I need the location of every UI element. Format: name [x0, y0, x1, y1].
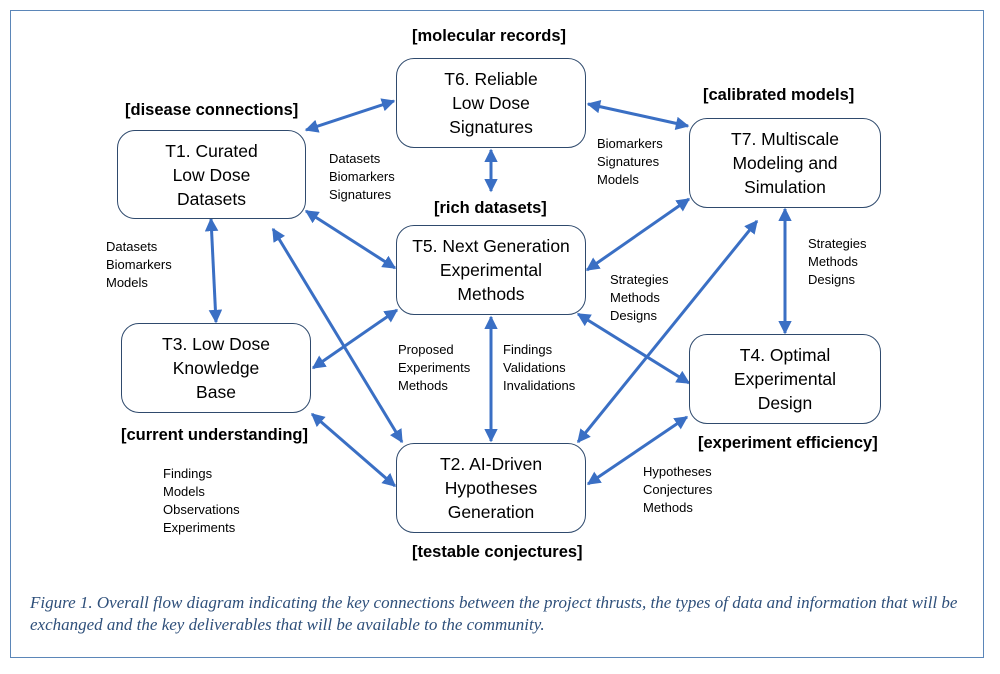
deliverable-t4: [experiment efficiency]: [698, 434, 878, 452]
deliverable-t3: [current understanding]: [121, 426, 309, 444]
figure-frame: [10, 10, 984, 658]
edge-label-t2-t4: Hypotheses Conjectures Methods: [643, 464, 713, 515]
arrow-t7-t2: [576, 219, 759, 444]
edge-label-t6-t7: Biomarkers Signatures Models: [597, 136, 663, 187]
node-t4-label: T4. Optimal Experimental Design: [733, 345, 837, 413]
deliverable-t5: [rich datasets]: [434, 199, 547, 217]
edge-label-t5-t4: Strategies Methods Designs: [610, 272, 669, 323]
arrow-t5-t7: [585, 197, 691, 272]
arrow-t2-t4: [586, 415, 689, 486]
edge-label-t1-t5: Datasets Biomarkers Signatures: [329, 151, 395, 202]
node-t7: T7. Multiscale Modeling and Simulation: [689, 118, 881, 208]
node-t5: T5. Next Generation Experimental Methods: [396, 225, 586, 315]
edge-label-t3-t2: Findings Models Observations Experiments: [163, 466, 240, 535]
node-t1: T1. Curated Low Dose Datasets: [117, 130, 306, 219]
node-t2: T2. AI-Driven Hypotheses Generation: [396, 443, 586, 533]
deliverable-t2: [testable conjectures]: [412, 543, 583, 561]
deliverable-t6: [molecular records]: [412, 27, 567, 45]
arrow-t6-t7: [586, 100, 690, 130]
node-t4: T4. Optimal Experimental Design: [689, 334, 881, 424]
edge-label-t5-t3: Proposed Experiments Methods: [398, 342, 471, 393]
edge-label-t7-t4: Strategies Methods Designs: [808, 236, 867, 287]
node-t3: T3. Low Dose Knowledge Base: [121, 323, 311, 413]
figure-caption: Figure 1. Overall flow diagram indicatin…: [30, 593, 958, 634]
deliverable-t1: [disease connections]: [125, 101, 299, 119]
node-t5-label: T5. Next Generation Experimental Methods: [412, 236, 570, 304]
deliverable-t7: [calibrated models]: [703, 86, 855, 104]
arrow-t1-t6: [304, 98, 396, 133]
edge-label-t5-t2: Findings Validations Invalidations: [503, 342, 576, 393]
arrow-t5-t3: [311, 308, 399, 370]
node-t7-label: T7. Multiscale Modeling and Simulation: [731, 129, 839, 197]
edge-label-t1-t3: Datasets Biomarkers Models: [106, 239, 172, 290]
node-t1-label: T1. Curated Low Dose Datasets: [165, 140, 258, 209]
arrow-t1-t5: [304, 209, 397, 270]
arrow-t3-t2: [310, 412, 397, 488]
node-t6-label: T6. Reliable Low Dose Signatures: [444, 69, 538, 137]
node-t3-label: T3. Low Dose Knowledge Base: [162, 334, 270, 402]
node-t6: T6. Reliable Low Dose Signatures: [396, 58, 586, 148]
arrow-t1-t3: [204, 217, 223, 324]
node-t2-label: T2. AI-Driven Hypotheses Generation: [439, 454, 543, 522]
